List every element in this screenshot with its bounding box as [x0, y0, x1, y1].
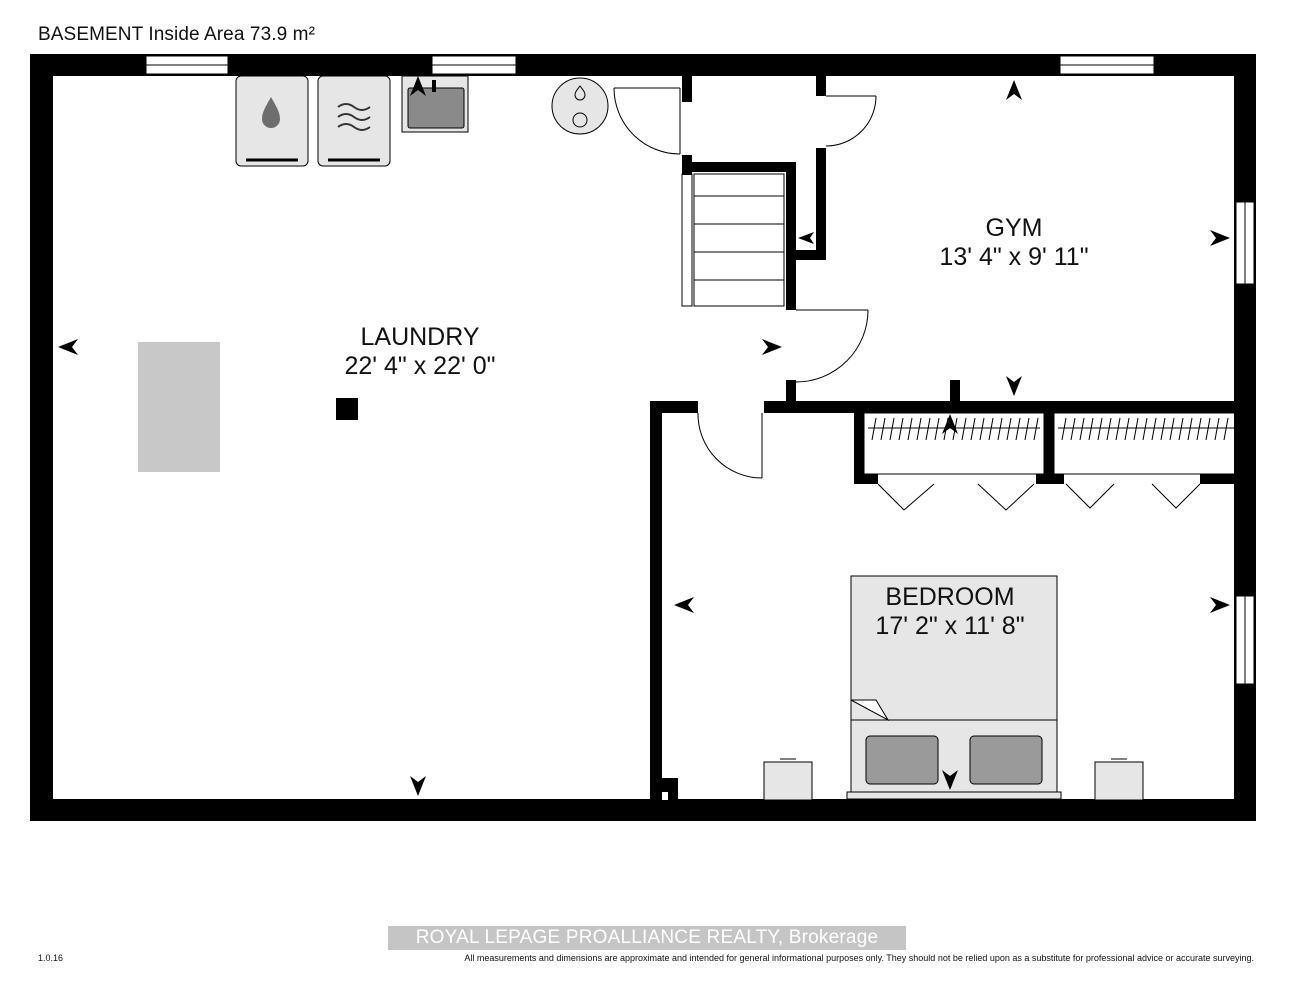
window-icon [145, 55, 1255, 685]
hanger-mark [1178, 417, 1184, 441]
hanger-mark [1061, 417, 1067, 441]
water-heater-icon [551, 77, 609, 135]
hanger-mark [1142, 417, 1148, 441]
measure-arrow-icon [58, 76, 1230, 796]
room-bedroom-name: BEDROOM [885, 583, 1015, 611]
dryer-icon [317, 75, 391, 167]
door-swing-icon [613, 87, 877, 479]
hanger-mark [925, 417, 931, 441]
hanger-mark [1088, 417, 1094, 441]
hanger-mark [1015, 417, 1021, 441]
hanger-mark [1196, 417, 1202, 441]
hanger-mark [988, 417, 994, 441]
hanger-mark [907, 417, 913, 441]
room-laundry: LAUNDRY 22' 4" x 22' 0" [300, 323, 540, 381]
hanger-mark [880, 417, 886, 441]
hanger-mark [1070, 417, 1076, 441]
hanger-mark [961, 417, 967, 441]
room-gym-dims: 13' 4" x 9' 11" [939, 243, 1089, 271]
washer-icon [235, 75, 309, 167]
hanger-mark [1214, 417, 1220, 441]
bed-icon [846, 575, 1062, 800]
outer-walls [30, 54, 1256, 821]
hanger-mark [871, 417, 877, 441]
hanger-mark [1106, 417, 1112, 441]
rug [138, 342, 220, 472]
hanger-mark [997, 417, 1003, 441]
stairs-icon [681, 173, 785, 307]
room-gym-name: GYM [985, 214, 1043, 242]
hanger-mark [1160, 417, 1166, 441]
hanger-mark [1033, 417, 1039, 441]
nightstand-icon [763, 758, 1144, 801]
hanger-mark [1133, 417, 1139, 441]
disclaimer: All measurements and dimensions are appr… [464, 953, 1254, 963]
hanger-mark [916, 417, 922, 441]
hanger-mark [1223, 417, 1229, 441]
room-bedroom-dims: 17' 2" x 11' 8" [875, 612, 1025, 640]
interior-walls [650, 70, 1236, 801]
hanger-mark [1205, 417, 1211, 441]
closet-icon [863, 412, 1237, 511]
room-bedroom: BEDROOM 17' 2" x 11' 8" [830, 583, 1070, 641]
sink-icon [401, 75, 469, 133]
hanger-mark [1187, 417, 1193, 441]
hanger-mark [1006, 417, 1012, 441]
hanger-mark [1124, 417, 1130, 441]
room-laundry-dims: 22' 4" x 22' 0" [344, 352, 496, 380]
hanger-mark [898, 417, 904, 441]
hanger-mark [979, 417, 985, 441]
hanger-mark [1024, 417, 1030, 441]
room-gym: GYM 13' 4" x 9' 11" [894, 214, 1134, 272]
hanger-mark [1115, 417, 1121, 441]
support-column [336, 398, 358, 420]
room-laundry-name: LAUNDRY [360, 323, 480, 351]
hanger-mark [1097, 417, 1103, 441]
hanger-mark [889, 417, 895, 441]
hanger-mark [934, 417, 940, 441]
version-label: 1.0.16 [38, 953, 64, 963]
hanger-mark [1151, 417, 1157, 441]
hanger-mark [1169, 417, 1175, 441]
watermark: ROYAL LEPAGE PROALLIANCE REALTY, Brokera… [388, 926, 906, 950]
hanger-mark [1079, 417, 1085, 441]
plan-title: BASEMENT Inside Area 73.9 m² [38, 24, 316, 45]
hanger-mark [970, 417, 976, 441]
